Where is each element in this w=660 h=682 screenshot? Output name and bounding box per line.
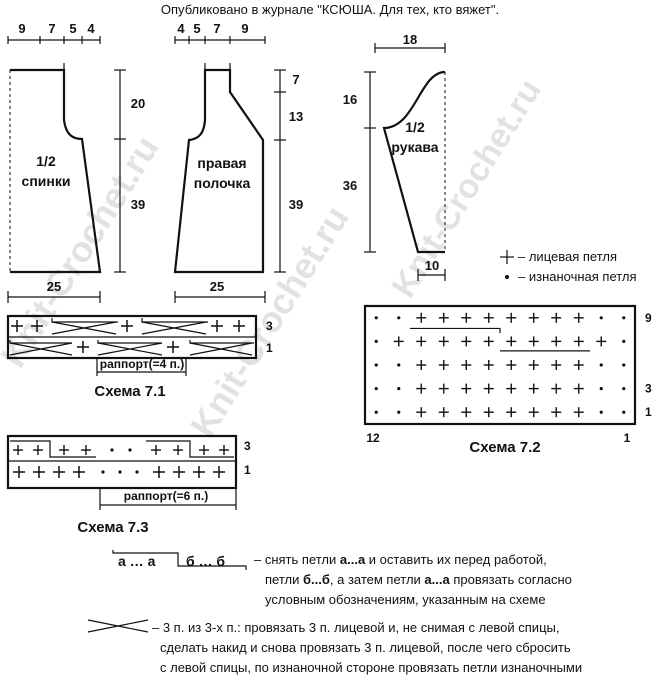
scheme71-row-1: 1 — [266, 341, 273, 355]
purl-stitch-icon — [397, 316, 401, 320]
back-dim-bottom: 25 — [47, 279, 61, 294]
back-label-1: 1/2 — [36, 153, 56, 169]
scheme72-col-1: 1 — [624, 431, 631, 445]
purl-stitch-icon — [374, 363, 378, 367]
scheme72-row-label: 1 — [645, 405, 652, 419]
purl-stitch-icon — [374, 339, 378, 343]
front-dim-bottom: 25 — [210, 279, 224, 294]
back-dim-top-3: 5 — [69, 21, 76, 36]
swap-symbol-b: б … б — [186, 553, 225, 569]
scheme73-title: Схема 7.3 — [77, 519, 148, 536]
cross-legend-line3: с левой спицы, по изнаночной стороне про… — [160, 660, 583, 675]
purl-stitch-icon — [599, 387, 603, 391]
knit-stitch-icon — [500, 250, 514, 264]
swap-legend-line3: условным обозначениям, указанным на схем… — [265, 592, 546, 607]
purl-stitch-icon — [622, 410, 626, 414]
sleeve-label-1: 1/2 — [405, 119, 425, 135]
front-dim-top-3: 7 — [213, 21, 220, 36]
scheme71-row-3: 3 — [266, 319, 273, 333]
purl-stitch-icon — [599, 363, 603, 367]
back-dim-side-1: 20 — [131, 96, 145, 111]
scheme71-repeat: раппорт(=4 п.) — [100, 357, 184, 371]
scheme72-col-12: 12 — [366, 431, 380, 445]
sleeve-dim-side-1: 16 — [343, 92, 357, 107]
scheme71-title: Схема 7.1 — [94, 383, 165, 400]
purl-stitch-icon — [622, 316, 626, 320]
scheme-7-1: 3 1 раппорт(=4 п.) Схема 7.1 — [6, 314, 273, 400]
front-pattern: 4 5 7 9 7 13 39 25 правая полочка — [173, 21, 303, 303]
back-label-2: спинки — [22, 173, 71, 189]
swap-symbol-a: а … а — [118, 553, 156, 569]
purl-stitch-icon — [374, 316, 378, 320]
sleeve-dim-bottom: 10 — [425, 258, 439, 273]
cross-stitch-icon — [9, 318, 254, 356]
purl-stitch-icon — [397, 363, 401, 367]
purl-stitch-icon — [397, 387, 401, 391]
back-dim-top-1: 9 — [18, 21, 25, 36]
sleeve-dim-side-2: 36 — [343, 178, 357, 193]
scheme-7-3: 3 1 раппорт(=6 п.) Схема 7.3 — [6, 434, 251, 536]
cross-legend-line1: – 3 п. из 3-х п.: провязать 3 п. лицевой… — [152, 620, 560, 635]
front-label-1: правая — [197, 155, 246, 171]
back-pattern: 9 7 5 4 20 39 25 1/2 спинки — [7, 21, 145, 303]
sleeve-label-2: рукава — [391, 139, 438, 155]
swap-legend-line1: – снять петли а...а и оставить их перед … — [254, 552, 547, 567]
swap-legend-symbol: а … а б … б — [112, 550, 247, 570]
purl-stitch-icon — [599, 316, 603, 320]
front-dim-side-3: 39 — [289, 197, 303, 212]
back-dim-side-2: 39 — [131, 197, 145, 212]
front-dim-top-2: 5 — [193, 21, 200, 36]
sleeve-dim-top: 18 — [403, 32, 417, 47]
purl-stitch-icon — [374, 387, 378, 391]
front-dim-top-4: 9 — [241, 21, 248, 36]
scheme72-row-label: 9 — [645, 311, 652, 325]
purl-stitch-icon — [397, 410, 401, 414]
purl-stitch-icon — [622, 339, 626, 343]
scheme73-row-1: 1 — [244, 463, 251, 477]
front-label-2: полочка — [194, 175, 251, 191]
scheme72-row-label: 3 — [645, 382, 652, 396]
purl-stitch-icon — [505, 275, 509, 279]
scheme73-row-3: 3 — [244, 439, 251, 453]
published-note: Опубликовано в журнале "КСЮША. Для тех, … — [161, 2, 499, 17]
swap-legend-line2: петли б...б, а затем петли а...а провяза… — [265, 572, 572, 587]
back-dim-top-2: 7 — [48, 21, 55, 36]
front-dim-side-2: 13 — [289, 109, 303, 124]
sleeve-pattern: 18 16 36 10 1/2 рукава — [343, 32, 446, 281]
cross-legend-line2: сделать накид и снова провязать 3 п. лиц… — [160, 640, 571, 655]
symbol-legend: – лицевая петля – изнаночная петля — [500, 249, 637, 284]
purl-stitch-icon — [599, 410, 603, 414]
purl-stitch-icon — [374, 410, 378, 414]
back-dim-top-4: 4 — [87, 21, 95, 36]
purl-stitch-icon — [622, 363, 626, 367]
purl-stitch-icon — [622, 387, 626, 391]
front-dim-side-1: 7 — [292, 72, 299, 87]
cross-legend-symbol — [87, 619, 149, 633]
scheme73-repeat: раппорт(=6 п.) — [124, 489, 208, 503]
legend-knit: – лицевая петля — [518, 249, 617, 264]
scheme72-title: Схема 7.2 — [469, 439, 540, 456]
legend-purl: – изнаночная петля — [518, 269, 637, 284]
front-dim-top-1: 4 — [177, 21, 185, 36]
